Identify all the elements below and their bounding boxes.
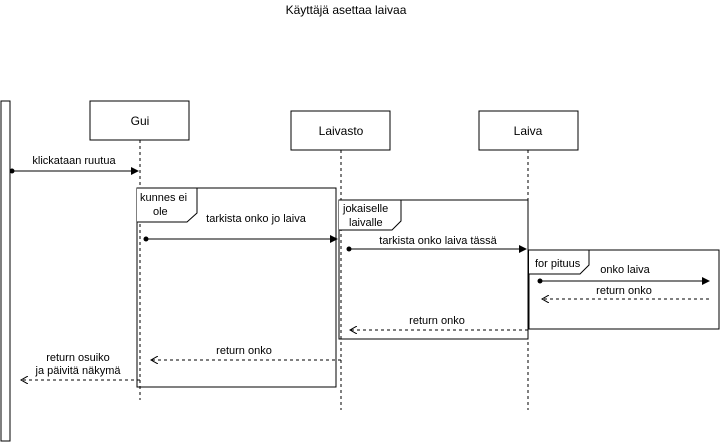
loop-fragment-pituus-label: for pituus bbox=[535, 258, 581, 270]
message-return-gui: return onko bbox=[151, 345, 341, 360]
loop-fragment-jokaiselle-label-2: laivalle bbox=[349, 217, 383, 229]
participant-laiva: Laiva bbox=[478, 110, 579, 151]
participant-laivasto: Laivasto bbox=[290, 110, 391, 151]
participant-gui: Gui bbox=[89, 100, 190, 141]
loop-fragment-kunnes: kunnes ei ole bbox=[136, 187, 337, 388]
loop-fragment-jokaiselle-label-1: jokaiselle bbox=[342, 203, 388, 215]
message-return-laivasto: return onko bbox=[350, 315, 528, 330]
message-return-laiva: return onko bbox=[542, 285, 709, 299]
message-tarkista-jo: tarkista onko jo laiva bbox=[143, 213, 338, 243]
loop-fragment-kunnes-label-2: ole bbox=[153, 206, 168, 218]
loop-fragment-jokaiselle: jokaiselle laivalle bbox=[338, 199, 529, 340]
message-return-user: return osuiko ja päivitä näkymä bbox=[21, 352, 140, 380]
message-onko-laiva: onko laiva bbox=[537, 264, 710, 285]
diagram-title: Käyttäjä asettaa laivaa bbox=[286, 3, 407, 17]
participant-laivasto-label: Laivasto bbox=[319, 124, 364, 138]
message-onko-laiva-label: onko laiva bbox=[600, 264, 650, 276]
participant-gui-label: Gui bbox=[131, 114, 150, 128]
message-klickataan-label: klickataan ruutua bbox=[32, 155, 116, 167]
message-return-laivasto-label: return onko bbox=[409, 315, 465, 327]
user-activation-bar bbox=[0, 100, 11, 442]
message-klickataan: klickataan ruutua bbox=[9, 155, 139, 175]
participant-laiva-label: Laiva bbox=[514, 124, 543, 138]
message-tarkista-tassa: tarkista onko laiva tässä bbox=[346, 235, 527, 253]
message-tarkista-jo-label: tarkista onko jo laiva bbox=[206, 213, 307, 225]
message-return-laiva-label: return onko bbox=[596, 285, 652, 297]
message-return-user-label-1: return osuiko bbox=[46, 352, 110, 364]
loop-fragment-kunnes-label-1: kunnes ei bbox=[140, 192, 187, 204]
message-return-gui-label: return onko bbox=[216, 345, 272, 357]
loop-fragment-pituus: for pituus bbox=[528, 249, 720, 330]
message-tarkista-tassa-label: tarkista onko laiva tässä bbox=[379, 235, 497, 247]
message-return-user-label-2: ja päivitä näkymä bbox=[35, 365, 122, 377]
